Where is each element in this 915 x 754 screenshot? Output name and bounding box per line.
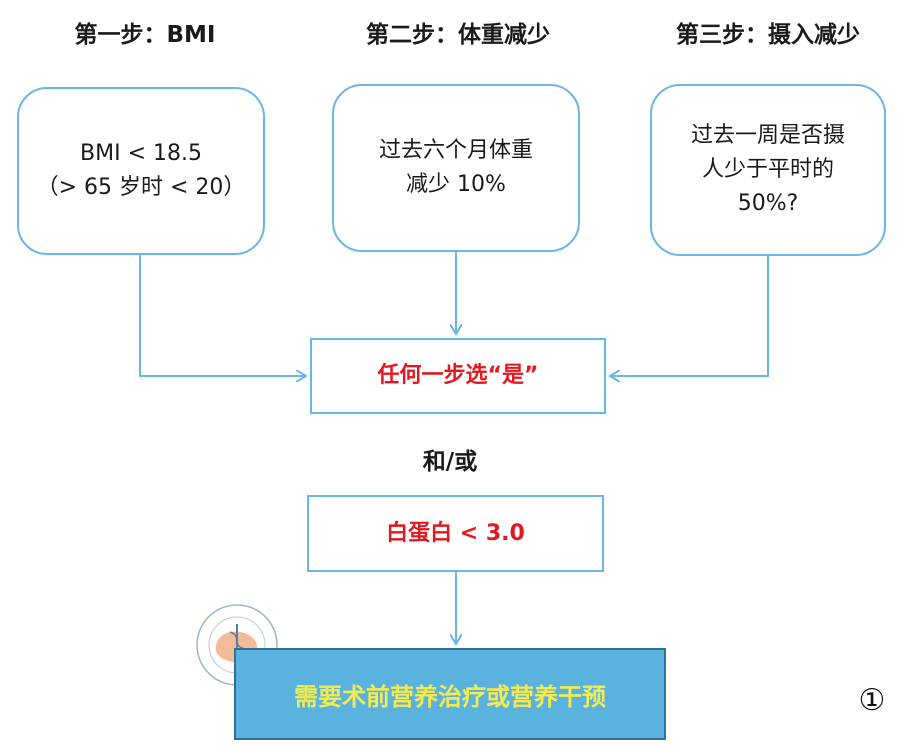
any-step-yes-label: 任何一步选“是” <box>377 363 539 388</box>
step2-box: 过去六个月体重 减少 10% <box>332 84 580 252</box>
connector-step3-to-merge <box>610 255 769 376</box>
and-or-label: 和/或 <box>422 449 478 475</box>
result-label: 需要术前营养治疗或营养干预 <box>294 682 606 711</box>
step1-box: BMI < 18.5 （> 65 岁时 < 20） <box>17 87 265 255</box>
step1-title: 第一步：BMI <box>74 22 216 48</box>
step3-title: 第三步：摄入减少 <box>676 22 860 48</box>
albumin-label: 白蛋白 < 3.0 <box>386 520 525 546</box>
connector-step1-to-merge <box>139 255 306 376</box>
step3-criterion: 过去一周是否摄 人少于平时的 50%? <box>690 123 845 216</box>
result-box: 需要术前营养治疗或营养干预 <box>234 648 666 740</box>
step2-criterion: 过去六个月体重 减少 10% <box>378 138 533 197</box>
step3-box: 过去一周是否摄 人少于平时的 50%? <box>650 84 886 256</box>
step1-criterion: BMI < 18.5 （> 65 岁时 < 20） <box>36 141 246 200</box>
figure-number-marker: ① <box>858 683 886 718</box>
albumin-box: 白蛋白 < 3.0 <box>307 495 604 572</box>
step2-title: 第二步：体重减少 <box>366 22 550 48</box>
any-step-yes-box: 任何一步选“是” <box>310 338 606 414</box>
